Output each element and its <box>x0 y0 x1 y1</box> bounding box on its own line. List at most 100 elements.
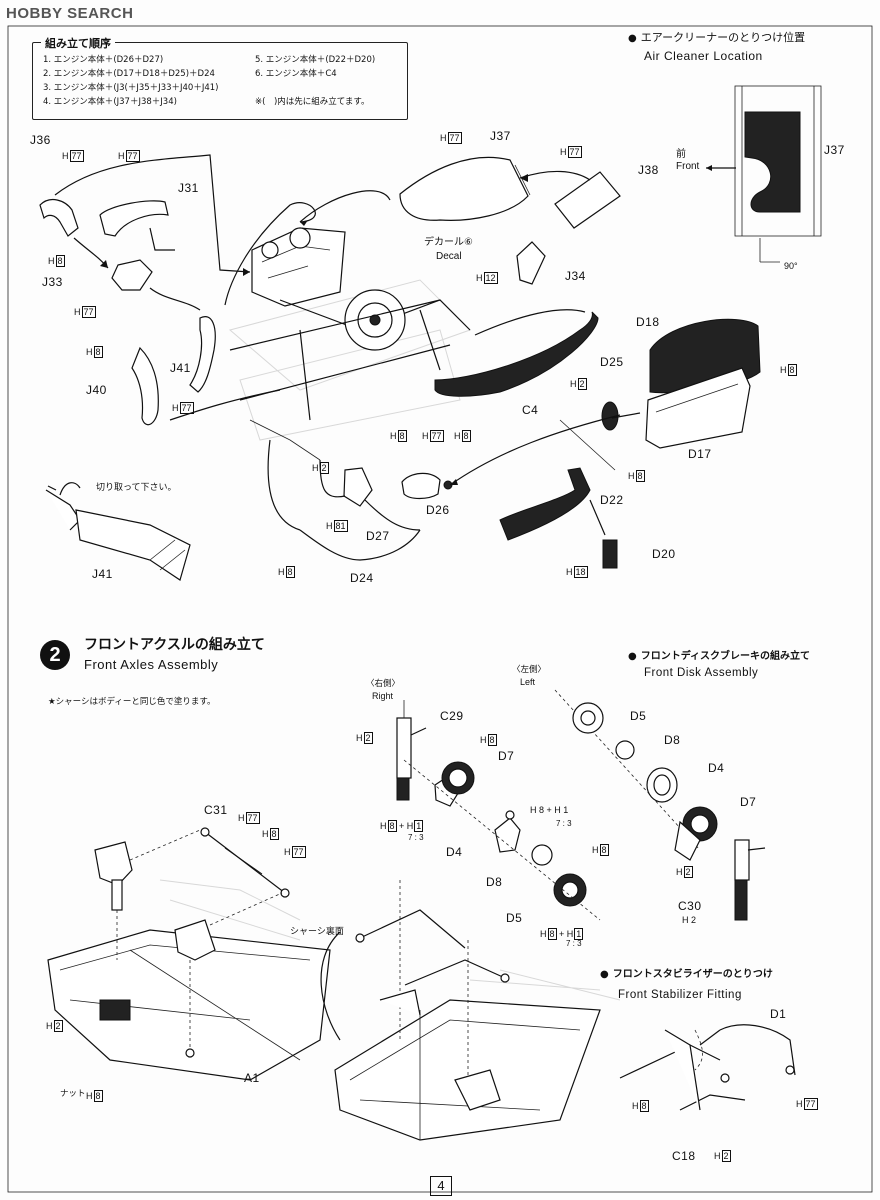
assembly-step: 2. エンジン本体＋(D17＋D18＋D25)＋D24 <box>43 69 215 79</box>
left-brake-diagram <box>554 689 766 921</box>
assembly-step: 6. エンジン本体＋C4 <box>255 69 337 79</box>
air-cleaner-part-label: J37 <box>824 143 845 157</box>
stabilizer-diagram <box>619 1024 796 1111</box>
label-j40: J40 <box>86 383 107 397</box>
front-axle-diagram <box>47 827 331 1081</box>
ratio-label: 7 : 3 <box>566 939 582 948</box>
label-d24: D24 <box>350 571 374 585</box>
j40-pipe <box>131 346 159 426</box>
j34-part <box>516 241 546 285</box>
label-d20: D20 <box>652 547 676 561</box>
front-label-en: Front <box>676 161 700 172</box>
label-d25: D25 <box>600 355 624 369</box>
step2-title-en: Front Axles Assembly <box>84 657 219 672</box>
label-d4: D4 <box>446 845 463 859</box>
disk-title-en: Front Disk Assembly <box>644 667 759 679</box>
label-d18: D18 <box>636 315 660 329</box>
d24-tube <box>299 529 421 561</box>
label-d4-left: D4 <box>708 761 725 775</box>
j38-part <box>554 171 621 229</box>
label-j34: J34 <box>565 269 586 283</box>
label-d1: D1 <box>770 1007 787 1021</box>
ratio-label: 7 : 3 <box>408 833 424 842</box>
left-side-en: Left <box>520 677 536 687</box>
label-a1: A1 <box>244 1071 260 1085</box>
label-j38: J38 <box>638 163 659 177</box>
stabilizer-title-en: Front Stabilizer Fitting <box>618 989 742 1001</box>
d26-part <box>401 472 441 500</box>
chassis-underside-diagram <box>320 880 621 1141</box>
j31-pipe <box>99 200 169 237</box>
right-side-en: Right <box>372 691 394 701</box>
label-j36: J36 <box>30 133 51 147</box>
label-c18: C18 <box>672 1149 696 1163</box>
label-c30: C30 <box>678 899 702 913</box>
nut-label: ナット <box>60 1089 86 1099</box>
decal-label-en: Decal <box>436 251 462 262</box>
assembly-step: 5. エンジン本体＋(D22＋D20) <box>255 55 376 65</box>
decal-label-jp: デカール⑥ <box>424 237 473 248</box>
assembly-step: 4. エンジン本体＋(J37＋J38＋J34) <box>43 97 177 107</box>
step2-title-jp: フロントアクスルの組み立て <box>84 637 265 653</box>
label-d8-left: D8 <box>664 733 681 747</box>
label-c29: C29 <box>440 709 464 723</box>
d20-part <box>602 539 618 569</box>
label-d5-left: D5 <box>630 709 647 723</box>
assembly-step: 3. エンジン本体＋(J3(＋J35＋J33＋J40＋J41) <box>43 83 219 93</box>
j41-pipe <box>189 316 216 393</box>
label-d5: D5 <box>506 911 523 925</box>
air-cleaner-diagram <box>706 85 822 263</box>
label-j33: J33 <box>42 275 63 289</box>
site-logo: HOBBY SEARCH <box>6 6 133 21</box>
front-label-jp: 前 <box>676 149 686 160</box>
label-c31: C31 <box>204 803 228 817</box>
hcode-8-1: H 8 + H 1 <box>530 805 569 815</box>
paint-note: ★シャーシはボディーと同じ色で塗ります。 <box>48 697 216 707</box>
right-side-jp: 〈右側〉 <box>366 679 401 689</box>
ratio-label: 7 : 3 <box>556 819 572 828</box>
assembly-step: 1. エンジン本体＋(D26＋D27) <box>43 55 164 65</box>
left-side-jp: 〈左側〉 <box>512 665 547 675</box>
logo-text: HOBBY SEARCH <box>6 5 134 22</box>
label-d27: D27 <box>366 529 390 543</box>
angle-label: 90° <box>784 261 798 271</box>
assembly-order-box: 組み立て順序 1. エンジン本体＋(D26＋D27) 2. エンジン本体＋(D1… <box>32 35 408 120</box>
disk-title-jp: フロントディスクブレーキの組み立て <box>628 652 810 662</box>
assembly-note: ※( )内は先に組み立てます。 <box>255 97 370 107</box>
label-c4: C4 <box>522 403 539 417</box>
cut-note: 切り取って下さい。 <box>96 483 177 493</box>
label-d7-left: D7 <box>740 795 757 809</box>
hcode-2: H 2 <box>682 915 697 925</box>
j33-joint <box>111 259 153 291</box>
label-d26: D26 <box>426 503 450 517</box>
right-brake-diagram <box>396 700 601 921</box>
label-d22: D22 <box>600 493 624 507</box>
label-j31: J31 <box>178 181 199 195</box>
step-number: 2 <box>40 640 70 670</box>
d17-box <box>645 367 751 449</box>
j37-housing <box>399 156 529 221</box>
label-j41-detail: J41 <box>92 567 113 581</box>
